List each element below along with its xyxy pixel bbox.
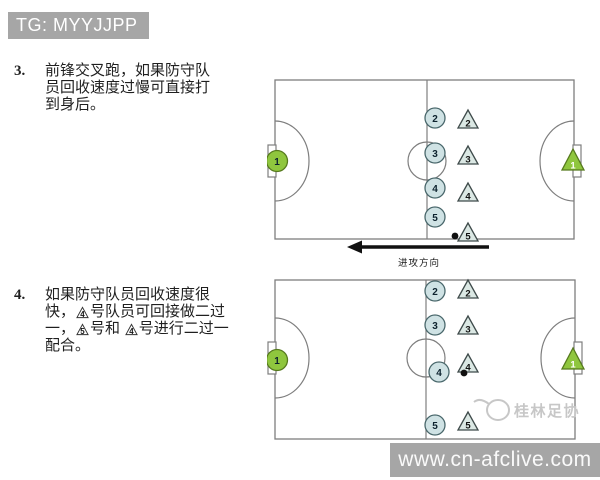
- text-run: 号和: [90, 321, 124, 337]
- ball: [451, 232, 459, 240]
- player-circle-5: [424, 206, 446, 228]
- left-penalty-arc: [274, 120, 310, 202]
- left-penalty-arc: [274, 317, 310, 399]
- player-number: 2: [465, 119, 470, 130]
- player-number: 1: [274, 157, 280, 168]
- player-triangle-3: [456, 314, 480, 335]
- player-triangle-5: [456, 410, 480, 431]
- pitch-outline: [274, 279, 576, 440]
- gk-triangle-1: [560, 346, 586, 370]
- player-triangle-2: [456, 108, 480, 129]
- player-triangle-3: [456, 144, 480, 165]
- attack-direction-label: 进攻方向: [398, 257, 440, 269]
- player-number: 3: [465, 325, 470, 336]
- player-number: 1: [570, 360, 576, 371]
- player-number: 4: [432, 184, 438, 195]
- ball: [460, 369, 468, 377]
- gk-circle-1: [267, 348, 289, 372]
- player-triangle-4: [456, 181, 480, 202]
- pitch-diagram-1: 1 2 3 4 5 1 2 3 4 5 进攻方向: [267, 79, 586, 269]
- watermark-logo-icon: [486, 399, 510, 421]
- watermark-logo-wing-icon: [473, 398, 490, 405]
- player-circle-2: [424, 280, 446, 302]
- footer-bar: www.cn-afclive.com: [390, 443, 600, 477]
- player-circle-4: [428, 361, 450, 383]
- right-penalty-arc: [539, 120, 575, 202]
- player-number: 1: [274, 356, 280, 367]
- player-number: 5: [465, 232, 471, 243]
- center-circle: [406, 338, 446, 378]
- instruction-3-text: 前锋交叉跑，如果防守队员回收速度过慢可直接打到身后。: [45, 63, 250, 114]
- player-number: 2: [465, 289, 470, 300]
- text-run: 到身后。: [45, 97, 106, 113]
- player-circle-3: [424, 314, 446, 336]
- svg-text:4: 4: [129, 327, 134, 336]
- player-circle-5: [424, 414, 446, 436]
- text-run: 员回收速度过慢可直接打: [45, 80, 211, 96]
- instruction-4-text: 如果防守队员回收速度很快， 4 号队员可回接做二过一， 5 号和 4 号进行二过一配合。: [45, 287, 250, 355]
- header-tag: TG: MYYJJPP: [8, 12, 149, 39]
- text-run: 号进行二过一: [138, 321, 229, 337]
- player-number: 5: [465, 421, 471, 432]
- player-number: 3: [432, 149, 438, 160]
- instruction-item-4: 4. 如果防守队员回收速度很快， 4 号队员可回接做二过一， 5 号和 4 号进行二过一配…: [14, 287, 250, 355]
- instruction-item-3: 3. 前锋交叉跑，如果防守队员回收速度过慢可直接打到身后。: [14, 63, 250, 114]
- inline-triangle-player-icon: 4: [124, 323, 138, 336]
- text-run: 一，: [45, 321, 76, 337]
- player-circle-2: [424, 107, 446, 129]
- center-circle: [407, 141, 447, 181]
- pitch-outline: [274, 79, 575, 240]
- text-run: 如果防守队员回收速度很: [45, 287, 211, 303]
- footer-url: www.cn-afclive.com: [398, 448, 592, 471]
- instruction-3-number: 3.: [14, 63, 26, 79]
- inline-triangle-player-icon: 4: [76, 306, 89, 319]
- text-run: 配合。: [45, 338, 91, 354]
- attack-arrow-head-icon: [347, 240, 362, 254]
- player-triangle-5: [456, 221, 480, 242]
- watermark-text: 桂林足协: [513, 402, 580, 420]
- player-number: 2: [432, 287, 438, 298]
- player-number: 2: [432, 114, 438, 125]
- pitch-diagram-2: 1 2 3 4 5 1 2 3 4 5 桂林足协: [267, 278, 586, 440]
- gk-circle-1: [267, 149, 289, 173]
- instruction-4-number: 4.: [14, 287, 26, 303]
- header-tag-label: TG: MYYJJPP: [16, 15, 138, 35]
- player-number: 4: [465, 192, 471, 203]
- svg-text:5: 5: [80, 327, 85, 336]
- player-number: 4: [465, 363, 471, 374]
- player-circle-4: [424, 177, 446, 199]
- player-number: 5: [432, 421, 438, 432]
- text-run: 号队员可回接做二过: [90, 304, 226, 320]
- right-penalty-arc: [540, 317, 576, 399]
- player-number: 4: [436, 368, 442, 379]
- gk-triangle-1: [560, 147, 586, 171]
- text-run: 快，: [45, 304, 76, 320]
- inline-triangle-player-icon: 5: [76, 323, 89, 336]
- player-number: 3: [432, 321, 438, 332]
- player-number: 3: [465, 155, 470, 166]
- player-circle-3: [424, 142, 446, 164]
- text-run: 前锋交叉跑，如果防守队: [45, 63, 211, 79]
- player-triangle-4: [456, 352, 480, 373]
- player-triangle-2: [456, 278, 480, 299]
- player-number: 1: [570, 161, 576, 172]
- player-number: 5: [432, 213, 438, 224]
- svg-text:4: 4: [80, 310, 85, 319]
